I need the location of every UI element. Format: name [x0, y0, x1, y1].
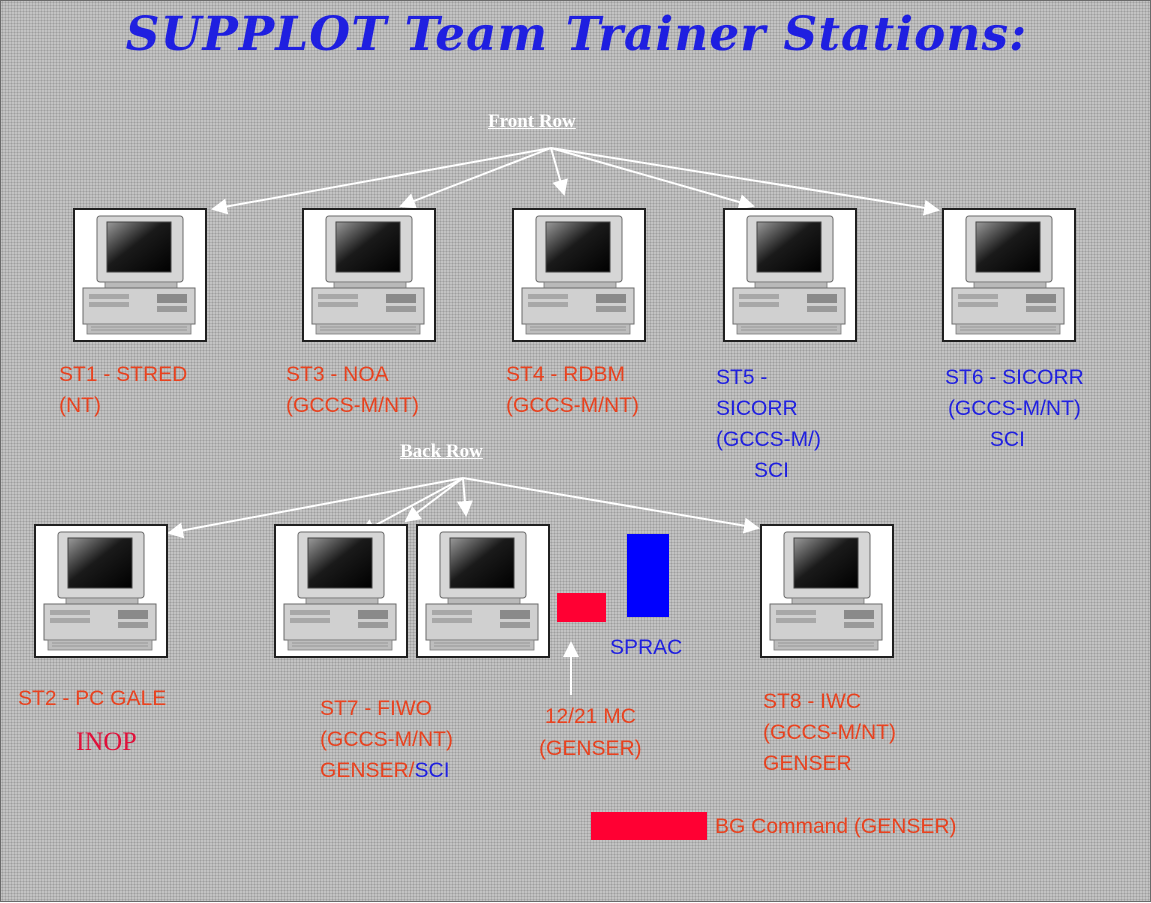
- page-title: SUPPLOT Team Trainer Stations:: [125, 7, 1028, 62]
- st3-line1: ST3 - NOA: [286, 363, 389, 386]
- st3-label: ST3 - NOA (GCCS-M/NT): [286, 362, 419, 418]
- station-st1: [73, 208, 207, 342]
- mc-line2: (GENSER): [539, 737, 642, 760]
- st5-label: ST5 - SICORR (GCCS-M/) SCI: [716, 362, 821, 486]
- computer-workstation-icon: [43, 531, 157, 651]
- station-st2: [34, 524, 168, 658]
- st5-line2: SICORR: [716, 397, 798, 420]
- station-st6: [942, 208, 1076, 342]
- st6-line1: ST6 - SICORR: [945, 366, 1084, 389]
- st8-line2: (GCCS-M/NT): [763, 721, 896, 744]
- station-st4: [512, 208, 646, 342]
- mc-line1: 12/21 MC: [544, 705, 636, 728]
- st6-line3: SCI: [989, 428, 1025, 451]
- st1-label: ST1 - STRED (NT): [59, 362, 187, 418]
- front-row-label: Front Row: [488, 111, 576, 132]
- st7-line1: ST7 - FIWO: [320, 697, 432, 720]
- st6-line2: (GCCS-M/NT): [947, 397, 1081, 420]
- station-st8: [760, 524, 894, 658]
- st1-line2: (NT): [59, 394, 101, 417]
- st7-line2: (GCCS-M/NT): [320, 728, 453, 751]
- st8-line1: ST8 - IWC: [763, 690, 861, 713]
- computer-workstation-icon: [283, 531, 397, 651]
- st7-genser: GENSER/: [320, 759, 415, 782]
- st5-line1: ST5 -: [716, 366, 768, 389]
- st6-label: ST6 - SICORR (GCCS-M/NT) SCI: [945, 362, 1084, 455]
- st2-status-inop: INOP: [76, 727, 137, 756]
- back-row-label: Back Row: [400, 441, 483, 462]
- station-st3: [302, 208, 436, 342]
- st4-line2: (GCCS-M/NT): [506, 394, 639, 417]
- computer-workstation-icon: [521, 215, 635, 335]
- st2-label: ST2 - PC GALE: [18, 687, 167, 710]
- computer-workstation-icon: [951, 215, 1065, 335]
- st3-line2: (GCCS-M/NT): [286, 394, 419, 417]
- st5-line3: (GCCS-M/): [716, 428, 821, 451]
- station-st7b: [416, 524, 550, 658]
- mc-red-block: [557, 593, 606, 622]
- st7-label: ST7 - FIWO (GCCS-M/NT) GENSER/SCI: [320, 693, 453, 786]
- computer-workstation-icon: [82, 215, 196, 335]
- st5-line4: SCI: [754, 459, 790, 482]
- st4-label: ST4 - RDBM (GCCS-M/NT): [506, 362, 639, 418]
- sprac-label: SPRAC: [610, 636, 683, 659]
- computer-workstation-icon: [732, 215, 846, 335]
- computer-workstation-icon: [769, 531, 883, 651]
- computer-workstation-icon: [311, 215, 425, 335]
- st4-line1: ST4 - RDBM: [506, 363, 626, 386]
- st7-line3: GENSER/SCI: [320, 755, 453, 786]
- mc-label: 12/21 MC (GENSER): [539, 701, 642, 765]
- station-st5: [723, 208, 857, 342]
- st1-line1: ST1 - STRED: [59, 363, 188, 386]
- st7-sci: SCI: [414, 759, 450, 782]
- station-st7a: [274, 524, 408, 658]
- legend-red-block: [591, 812, 707, 840]
- sprac-blue-block: [627, 534, 669, 617]
- legend-label: BG Command (GENSER): [715, 815, 957, 838]
- st8-label: ST8 - IWC (GCCS-M/NT) GENSER: [763, 686, 896, 779]
- st8-line3: GENSER: [763, 752, 852, 775]
- computer-workstation-icon: [425, 531, 539, 651]
